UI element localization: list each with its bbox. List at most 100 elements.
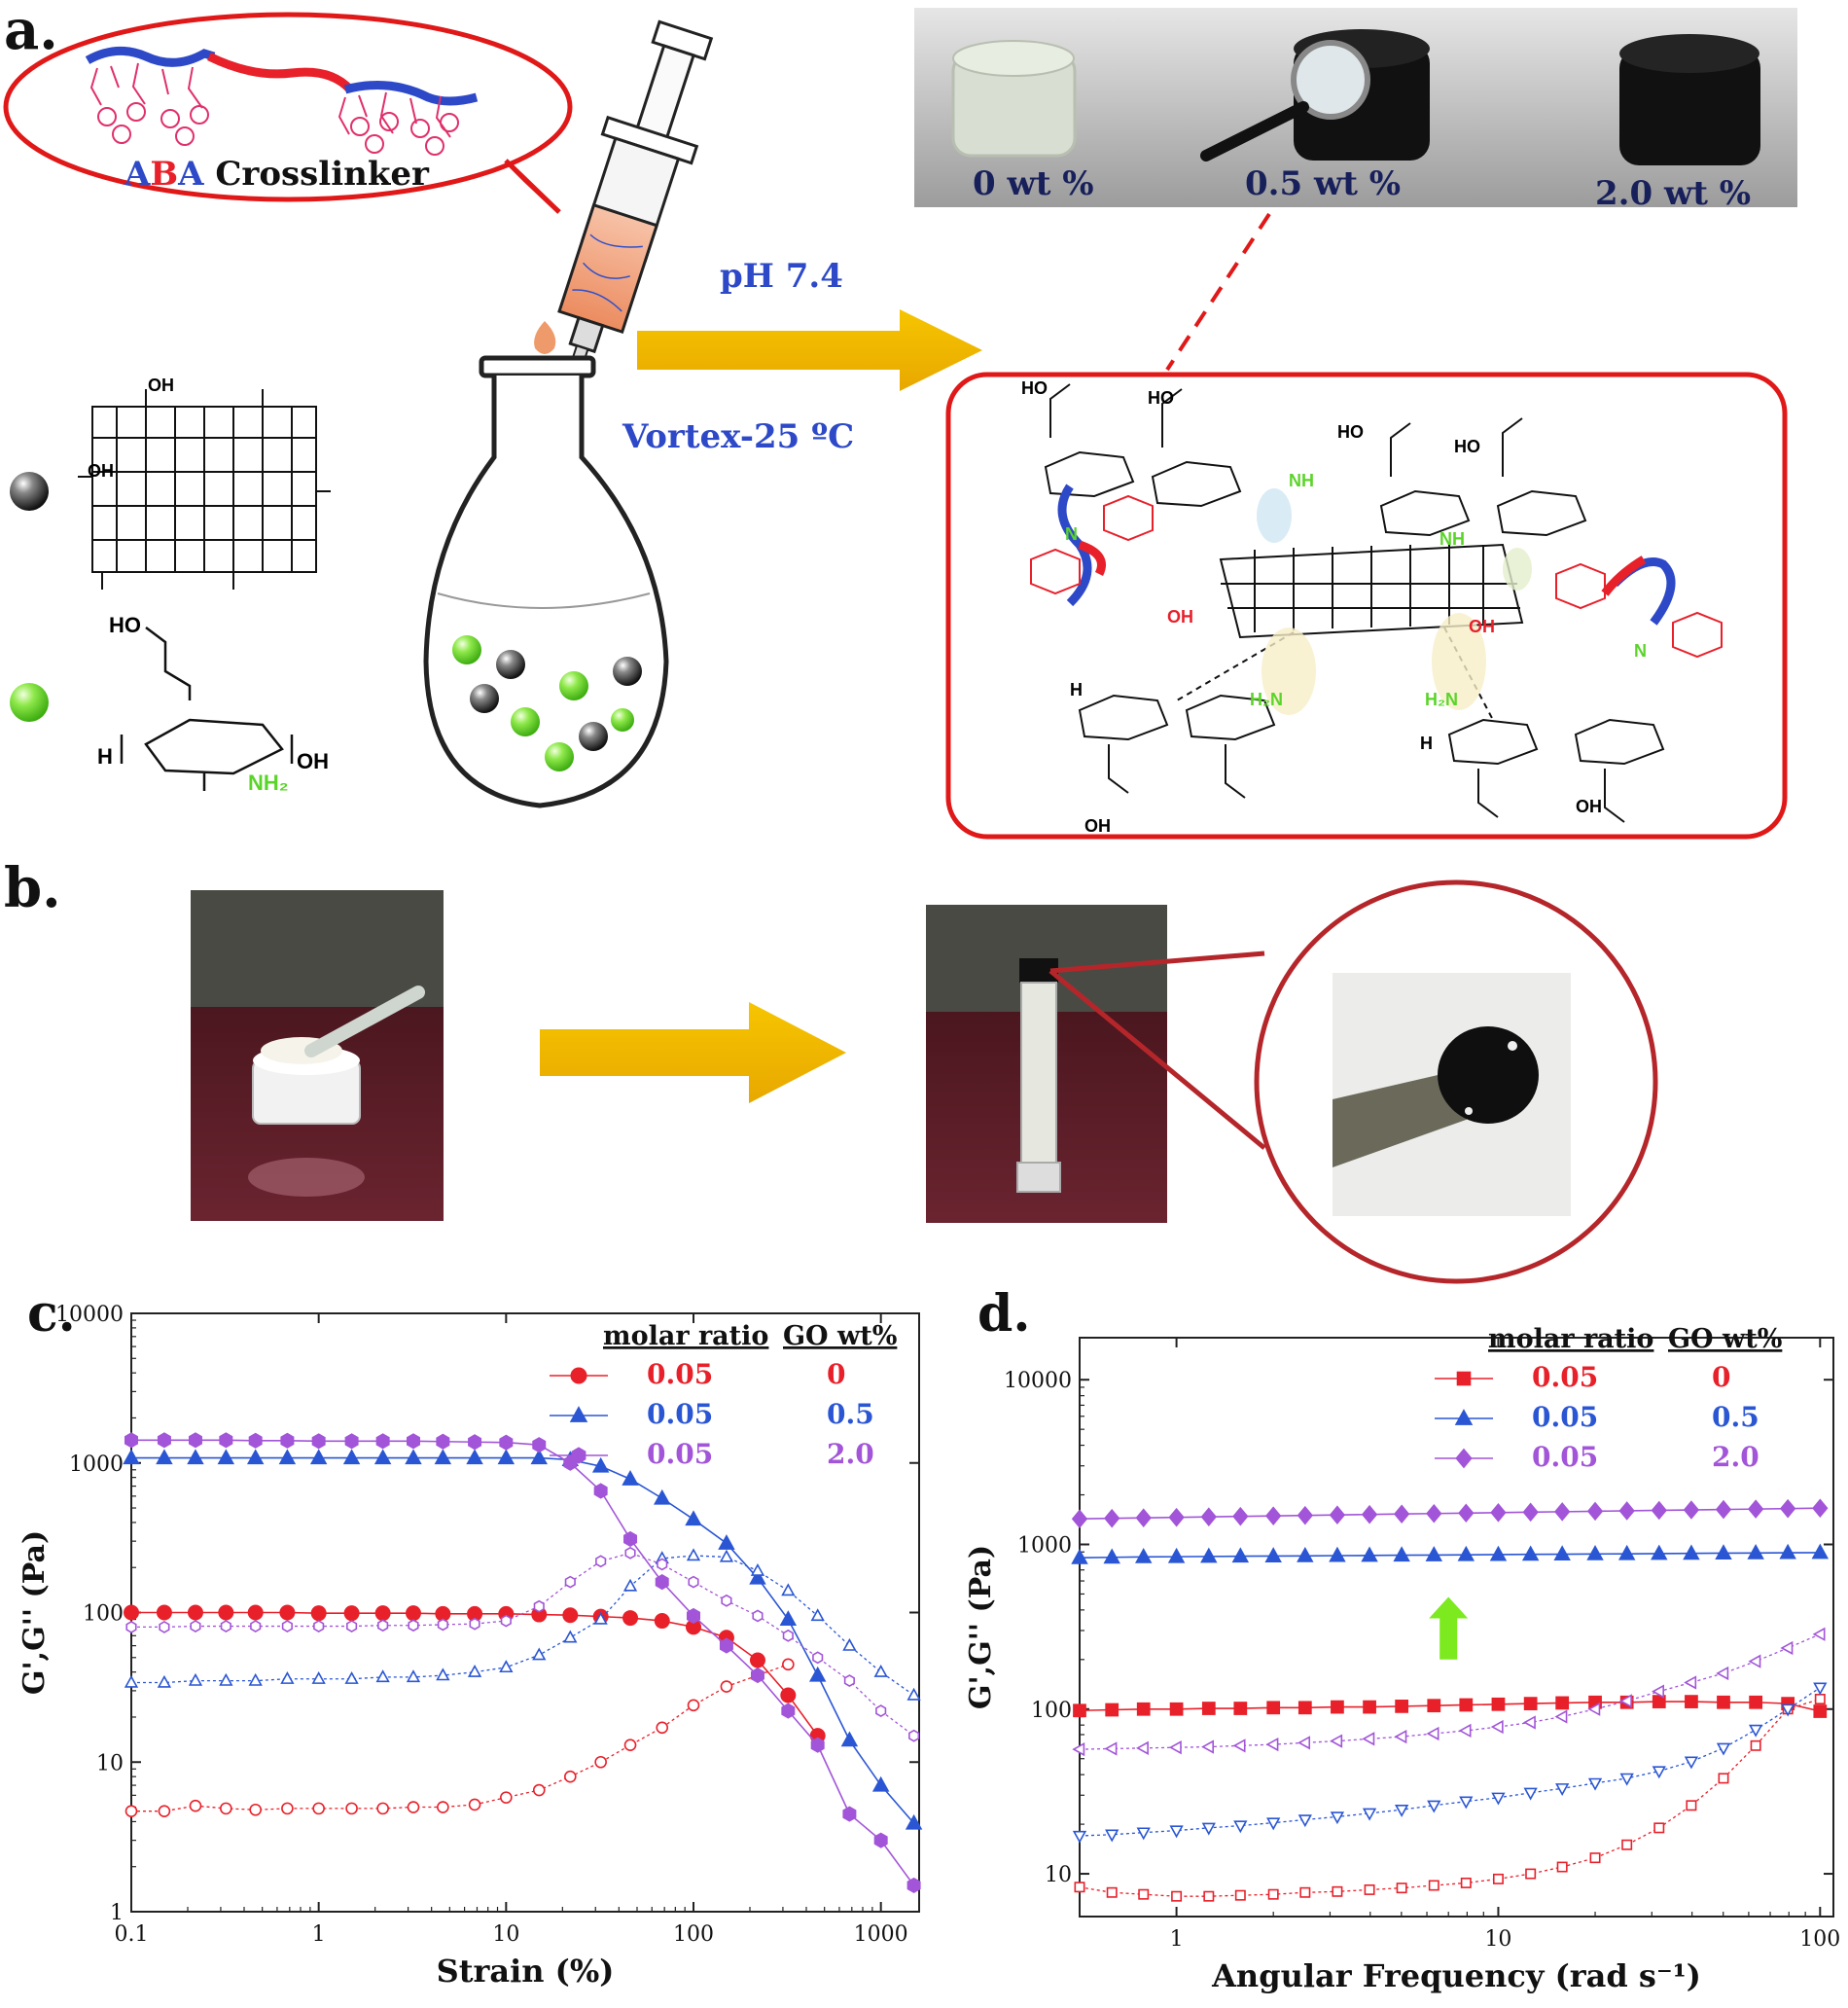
data-point: [908, 1729, 920, 1742]
series-1: [1074, 1694, 1826, 1902]
data-point: [1299, 1886, 1311, 1898]
data-point: [1428, 1880, 1439, 1891]
data-point: [685, 1510, 702, 1526]
data-point: [1071, 1509, 1088, 1528]
data-point: [1169, 1825, 1184, 1839]
data-point: [718, 1534, 735, 1550]
data-point: [246, 1449, 265, 1465]
zoom-dashed-line: [1165, 212, 1271, 372]
legend-go: 0: [827, 1358, 845, 1390]
x-tick-label: 0.1: [115, 1922, 149, 1947]
data-point: [219, 1432, 233, 1449]
data-point: [124, 1805, 138, 1817]
process-arrow: [637, 309, 982, 391]
data-point: [1747, 1499, 1764, 1519]
data-point: [157, 1432, 171, 1449]
data-point: [375, 1669, 390, 1683]
data-point: [1554, 1502, 1571, 1522]
data-point: [752, 1609, 764, 1623]
data-point: [1813, 1682, 1828, 1696]
data-point: [622, 1610, 639, 1627]
data-point: [219, 1672, 233, 1686]
data-point: [187, 1604, 203, 1621]
data-point: [1683, 1500, 1700, 1520]
photo-inverted-vial: [926, 905, 1167, 1223]
data-point: [1361, 1504, 1378, 1524]
data-point: [1203, 1890, 1215, 1902]
data-point: [1106, 1886, 1118, 1898]
data-point: [563, 1630, 578, 1643]
data-point: [278, 1449, 297, 1465]
data-point: [1233, 1702, 1248, 1715]
data-point: [1332, 1885, 1343, 1897]
data-point: [1553, 1545, 1571, 1561]
data-point: [1555, 1783, 1570, 1796]
legend-marker: [570, 1367, 587, 1384]
data-point: [1491, 1697, 1506, 1711]
series-line: [1079, 1698, 1821, 1897]
panel-label: c.: [27, 1284, 76, 1344]
photo-gel-on-cap: [191, 890, 444, 1221]
data-point: [188, 1672, 203, 1686]
data-point: [312, 1802, 325, 1815]
data-point: [1523, 1697, 1538, 1710]
panel-a-label: a.: [4, 0, 58, 62]
data-point: [373, 1449, 392, 1465]
data-point: [1135, 1548, 1153, 1563]
data-point: [1072, 1830, 1087, 1844]
data-point: [499, 1660, 514, 1673]
data-point: [624, 1546, 636, 1560]
data-point: [1426, 1726, 1439, 1741]
legend-go: 0: [1712, 1361, 1730, 1393]
network-h-label-2: H: [1420, 734, 1433, 753]
data-point: [1619, 1773, 1634, 1786]
data-point: [593, 1483, 608, 1499]
data-point: [311, 1433, 326, 1450]
go-oh-label: OH: [88, 461, 114, 481]
data-point: [157, 1674, 172, 1688]
data-point: [1490, 1719, 1504, 1735]
data-point: [1364, 1883, 1375, 1895]
legend-marker: [1456, 1371, 1472, 1386]
series-4: [124, 1432, 921, 1894]
data-point: [1525, 1868, 1537, 1880]
data-point: [1812, 1627, 1826, 1641]
x-tick-label: 10: [492, 1922, 519, 1947]
data-point: [1459, 1698, 1474, 1712]
data-point: [1167, 1547, 1186, 1563]
series-2: [123, 1449, 923, 1830]
series-1: [124, 1658, 795, 1817]
data-point: [1684, 1756, 1699, 1770]
photo-label-2: 2.0 wt %: [1595, 174, 1751, 213]
series-3: [1072, 1682, 1828, 1844]
data-point: [1586, 1545, 1604, 1560]
y-tick-label: 10000: [1004, 1369, 1072, 1393]
data-point: [125, 1620, 137, 1633]
data-point: [406, 1433, 420, 1450]
data-point: [1329, 1546, 1346, 1562]
data-point: [1554, 1709, 1568, 1724]
data-point: [1715, 1544, 1732, 1560]
data-point: [622, 1470, 639, 1486]
legend-ratio: 0.05: [1532, 1401, 1598, 1433]
data-point: [1523, 1787, 1538, 1801]
data-point: [1136, 1827, 1151, 1841]
photo-label-0: 0 wt %: [973, 164, 1094, 203]
data-point: [1716, 1666, 1729, 1681]
data-point: [310, 1605, 327, 1622]
chitosan-oh-label: OH: [297, 749, 329, 773]
data-point: [1201, 1702, 1216, 1715]
data-point: [1489, 1545, 1508, 1561]
data-point: [124, 1432, 138, 1449]
legend-go: 0.5: [1712, 1401, 1759, 1433]
data-point: [311, 1671, 326, 1684]
gelation-arrow: [540, 1002, 846, 1103]
legend-header-go: GO wt%: [783, 1321, 897, 1351]
data-point: [782, 1658, 795, 1671]
data-point: [1331, 1700, 1344, 1714]
network-ho-label-1: HO: [1021, 378, 1048, 398]
graphene-oxide-structure: [78, 389, 331, 590]
data-point: [591, 1456, 610, 1473]
legend-header-go: GO wt%: [1668, 1324, 1782, 1354]
data-point: [218, 1604, 234, 1621]
